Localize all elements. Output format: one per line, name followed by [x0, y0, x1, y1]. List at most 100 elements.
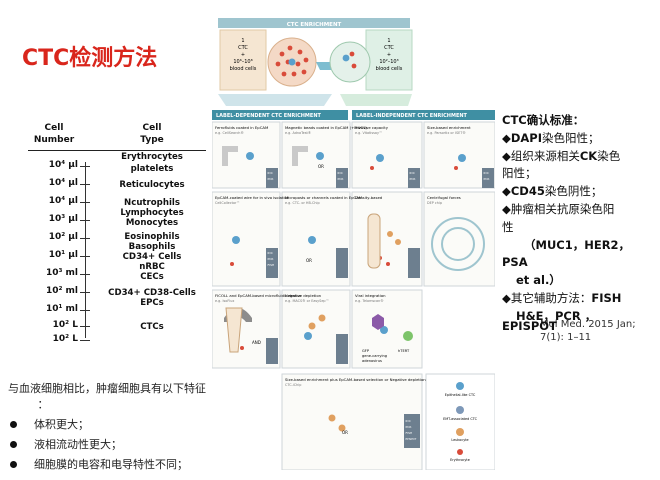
row-tick — [80, 202, 90, 203]
row-number: 10¹ ml — [45, 304, 78, 314]
viral-label: hTERT — [398, 349, 410, 353]
criteria-text: 染色阳性； — [542, 130, 600, 145]
panel-subtitle: e.g. MACS® or EasySep™ — [285, 299, 329, 303]
criteria-bold: DAPI — [510, 130, 543, 145]
bullet-diamond-icon: ◆ — [502, 184, 511, 199]
or-label: OR — [342, 430, 348, 435]
table-header-rule — [28, 150, 206, 151]
row-tick — [80, 238, 90, 239]
panel-title: Ferrofluids coated in EpCAM — [215, 125, 268, 130]
criteria-text: 肿瘤相关抗原染色阳 — [510, 201, 615, 216]
left-count-box — [219, 29, 267, 91]
bullet-diamond-icon: ◆ — [502, 130, 511, 145]
panel-subtitle: e.g. CellSearch® — [215, 131, 244, 135]
row-tick — [80, 220, 90, 221]
cell-type-label: CD34+ Cells — [122, 252, 182, 262]
list-item: 液相流动性更大； — [8, 437, 243, 453]
cell-type-label: Reticulocytes — [119, 180, 185, 190]
left-box-line: CTC — [238, 45, 248, 51]
leukocyte-icon — [308, 231, 401, 432]
row-type: CTCs — [98, 322, 206, 332]
cell-type-label: Eosinophils — [124, 232, 180, 242]
cell-type-label: Ncutrophils — [124, 198, 180, 208]
right-count-box — [365, 29, 413, 91]
cell-number-table: Cell Number Cell Type 10⁴ µl Erythrocyte… — [28, 122, 206, 344]
right-box-line: blood cells — [376, 66, 403, 72]
cell-type-label: nRBC — [139, 262, 165, 272]
criteria-line: ◆DAPI染色阳性； — [502, 130, 654, 148]
assay-label: IDC — [268, 171, 273, 175]
cell-type-label: Basophils — [128, 242, 176, 252]
feature-text: 液相流动性更大； — [34, 438, 122, 451]
cell-type-label: EPCs — [140, 298, 164, 308]
assay-label: PCR — [406, 425, 412, 429]
assay-label: PCR — [338, 177, 344, 181]
criteria-line: ◆组织来源相关CK染色 — [502, 148, 654, 166]
header-right-line2: Type — [140, 135, 164, 145]
centrifugal-ring-icon — [441, 227, 475, 261]
features-list: 体积更大； 液相流动性更大； 细胞膜的电容和电导特性不同； — [8, 417, 243, 473]
bullet-dot-icon — [10, 421, 17, 428]
row-number: 10⁴ µl — [48, 178, 78, 188]
panel-title: Invasive capacity — [355, 125, 389, 130]
row-type: Ncutrophils Lymphocytes Monocytes — [98, 198, 206, 228]
bullet-diamond-icon: ◆ — [502, 201, 511, 216]
criteria-text: 染色 — [597, 148, 621, 163]
label-dependent-header — [212, 110, 348, 120]
row-tick — [80, 310, 90, 311]
viral-label: adenovirus — [362, 359, 382, 363]
criteria-bold: （MUC1，HER2， — [524, 237, 631, 252]
right-box-line: CTC — [384, 45, 394, 51]
row-number: 10² L — [52, 334, 78, 344]
left-box-line: blood cells — [230, 66, 257, 72]
row-tick — [80, 326, 90, 327]
criteria-line: （MUC1，HER2， — [502, 237, 654, 255]
right-box-line: 10²–10³ — [379, 59, 398, 65]
label-independent-header — [352, 110, 495, 120]
bullet-diamond-icon: ◆ — [502, 290, 511, 305]
bullet-dot-icon — [10, 461, 17, 468]
assay-label: IDC — [338, 171, 343, 175]
figure-legend — [425, 373, 495, 470]
assay-stack — [266, 168, 494, 448]
panel-title: Density-based — [355, 195, 383, 200]
row-type: CD34+ CD38-Cells EPCs — [98, 288, 206, 308]
panel-subtitle: e.g. IsoFlux — [215, 299, 234, 303]
criteria-text: 其它辅助方法： — [510, 290, 592, 305]
feature-text: 体积更大； — [34, 418, 89, 431]
row-number: 10⁴ µl — [48, 160, 78, 170]
adenovirus-icon — [372, 314, 384, 330]
and-label: AND — [252, 340, 261, 345]
assay-label: PCR — [268, 177, 274, 181]
criteria-text: 阳性； — [502, 166, 537, 181]
slide-title: CTC检测方法 — [22, 46, 158, 71]
gfp-cell-icon — [403, 331, 413, 341]
row-number: 10² L — [52, 320, 78, 330]
row-tick — [80, 274, 90, 275]
criteria-text: 染色阴性； — [544, 184, 603, 199]
cell-type-label: Lymphocytes — [120, 208, 184, 218]
header-cell-type: Cell Type — [98, 122, 206, 146]
panel-subtitle: e.g. CTC- or HB-Chip — [285, 201, 320, 205]
list-item: 体积更大； — [8, 417, 243, 433]
criteria-bold: FISH — [591, 290, 622, 305]
panel-title: Magnetic beads coated in EpCAM (+MUC1) — [285, 125, 367, 130]
label-dependent-title: LABEL-DEPENDENT CTC ENRICHMENT — [216, 113, 322, 119]
row-number: 10² µl — [48, 232, 78, 242]
feature-text: 细胞膜的电容和电导特性不同； — [34, 458, 188, 471]
ctc-enrichment-figure: CTC ENRICHMENT 1 CTC + 10⁶–10⁸ blood cel… — [212, 18, 495, 470]
blood-cell-icon — [349, 51, 355, 57]
assay-label: IDC — [410, 171, 415, 175]
legend-label: Epithelial-like CTC — [445, 393, 476, 397]
assay-label: PCR — [410, 177, 416, 181]
header-left-line1: Cell — [44, 123, 64, 133]
cell-type-label: platelets — [130, 164, 174, 174]
panel-title: FICOLL and EpCAM-based microfluidic devi… — [215, 293, 301, 298]
assay-label: PCR — [484, 177, 490, 181]
panel-subtitle: e.g. AdnaTest® — [285, 131, 311, 135]
row-tick — [80, 340, 90, 341]
criteria-bold: PSA — [502, 255, 528, 270]
label-independent-title: LABEL-INDEPENDENT CTC ENRICHMENT — [356, 113, 468, 119]
criteria-line: ◆肿瘤相关抗原染色阳 — [502, 201, 654, 219]
row-number: 10² ml — [45, 286, 78, 296]
